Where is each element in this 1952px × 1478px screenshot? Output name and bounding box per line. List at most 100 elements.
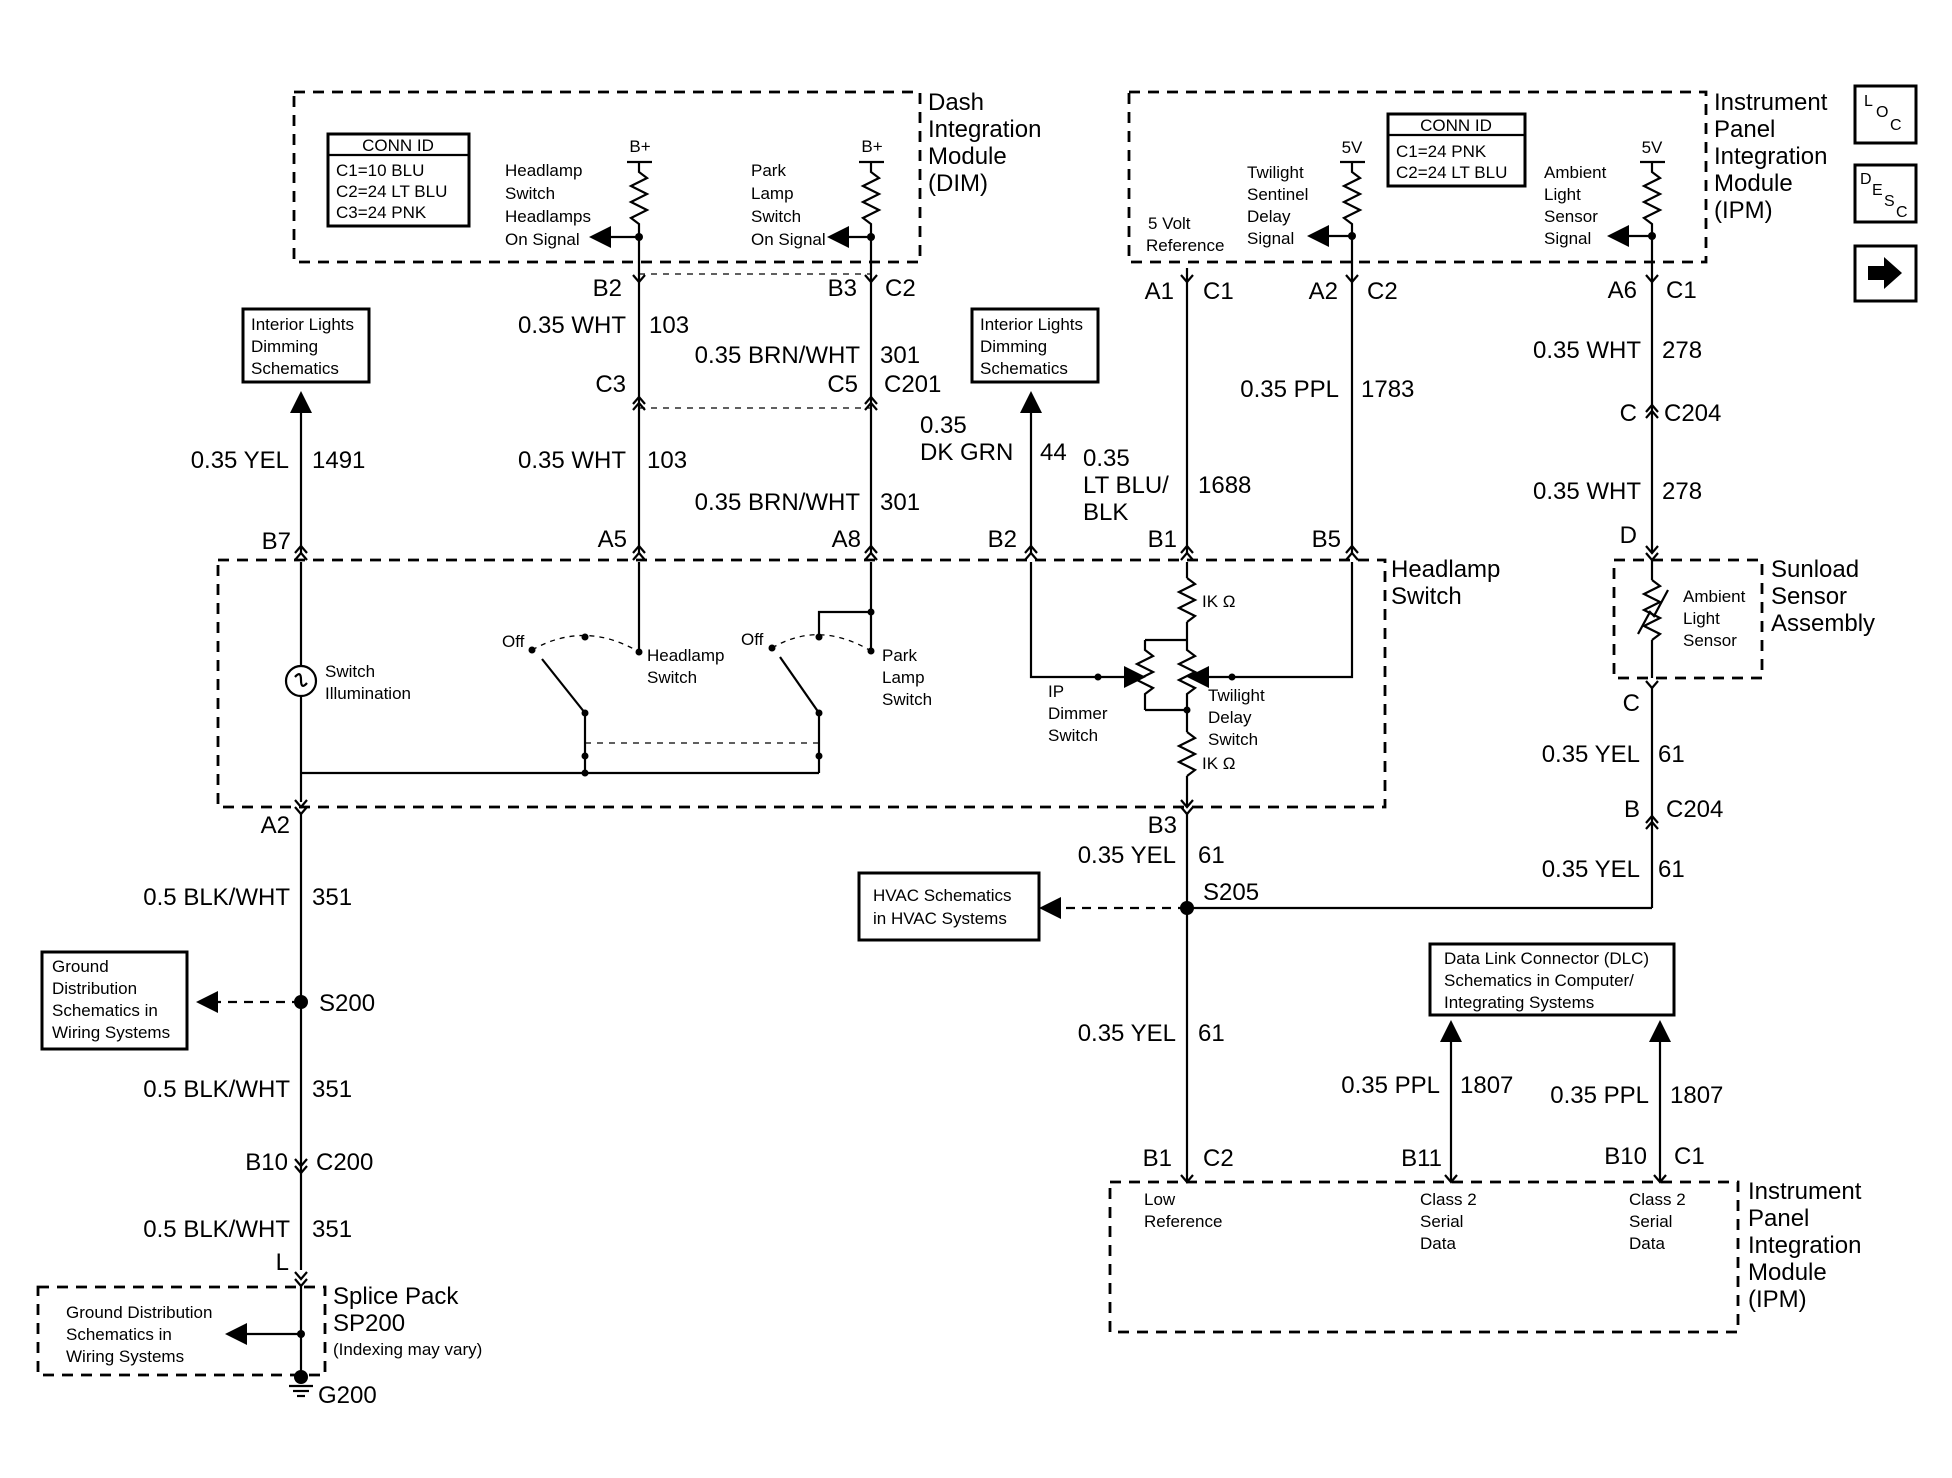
dim-title-1: Dash <box>928 89 984 116</box>
dlc-ref-box <box>1428 942 1676 1017</box>
park-switch-lever <box>779 656 820 714</box>
next-page-button[interactable] <box>1853 244 1918 303</box>
desc-button[interactable]: D E S C <box>1853 163 1918 224</box>
wire-1807b-num: 1807 <box>1670 1082 1723 1109</box>
pin-c3: C3 <box>595 371 626 398</box>
interior-lights-2-line2: Dimming <box>980 337 1047 356</box>
pin-a1: A1 <box>1145 278 1174 305</box>
ground-dist-1: Ground <box>52 957 109 976</box>
switch-illum-2: Illumination <box>325 684 411 703</box>
pin-b11: B11 <box>1401 1145 1442 1172</box>
ipm-top-title-2: Panel <box>1714 116 1775 143</box>
wire-351b-gauge: 0.5 BLK/WHT <box>143 1076 290 1103</box>
twilight-signal-2: Sentinel <box>1247 185 1308 204</box>
headlamp-sw-1: Headlamp <box>647 646 725 665</box>
wire-44-gauge-2: DK GRN <box>920 439 1013 466</box>
pin-b3-dim: B3 <box>828 275 857 302</box>
desc-e: E <box>1872 182 1883 199</box>
dim-park-signal-2: Lamp <box>751 184 794 203</box>
wire-61b-gauge: 0.35 YEL <box>1542 856 1640 883</box>
pin-a2-hs: A2 <box>261 812 290 839</box>
bplus-label-1: B+ <box>629 137 650 156</box>
dlc-ref-3: Integrating Systems <box>1444 993 1594 1012</box>
loc-o: O <box>1876 104 1888 121</box>
park-sw-2: Lamp <box>882 668 925 687</box>
ground-dist-ref-box <box>40 950 189 1051</box>
ipm-bottom-title-5: (IPM) <box>1748 1286 1807 1313</box>
wire-44-gauge-1: 0.35 <box>920 412 967 439</box>
ipm-top-module: Instrument Panel Integration Module (IPM… <box>1127 89 1828 268</box>
sunload-title-3: Assembly <box>1771 610 1875 637</box>
headlamp-switch-border <box>216 558 1387 809</box>
ip-dimmer-potentiometer <box>1134 640 1156 710</box>
pin-b-204: B <box>1624 796 1640 823</box>
pin-c1-a: C1 <box>1203 278 1234 305</box>
dim-park-signal-1: Park <box>751 161 786 180</box>
ipm-top-title-3: Integration <box>1714 143 1827 170</box>
pin-c204-a: C204 <box>1664 400 1721 427</box>
ipm-bottom-area: 0.35 YEL 61 S205 HVAC Schematics in HVAC… <box>857 814 1862 1334</box>
interior-lights-2-line3: Schematics <box>980 359 1068 378</box>
dlc-ref-2: Schematics in Computer/ <box>1444 971 1634 990</box>
sensor-2: Light <box>1683 609 1720 628</box>
resistor-1k-top <box>1176 577 1198 623</box>
ground-dist-sp-3: Wiring Systems <box>66 1347 184 1366</box>
ipm-top-border <box>1127 90 1708 264</box>
ground-dist-sp-2: Schematics in <box>66 1325 172 1344</box>
wire-61a-num: 61 <box>1658 741 1685 768</box>
pin-a5: A5 <box>598 526 627 553</box>
pin-c2-ipm: C2 <box>1367 278 1398 305</box>
wire-351b-num: 351 <box>312 1076 352 1103</box>
pin-c204-b: C204 <box>1666 796 1723 823</box>
sunload-sensor-assembly: Sunload Sensor Assembly Ambient Light Se… <box>1542 545 1875 908</box>
splice-pack-border <box>36 1285 327 1377</box>
dim-conn-header: CONN ID <box>362 136 434 155</box>
pin-s200: S200 <box>319 990 375 1017</box>
splice-s200 <box>294 995 308 1009</box>
ambient-signal-4: Signal <box>1544 229 1591 248</box>
sensor-3: Sensor <box>1683 631 1737 650</box>
twilight-sw-1: Twilight <box>1208 686 1265 705</box>
pin-c-sun: C <box>1623 690 1640 717</box>
pin-c2-dim: C2 <box>885 275 916 302</box>
dim-headlamp-signal-3: Headlamps <box>505 207 591 226</box>
loc-l: L <box>1864 93 1873 110</box>
ground-chain: 0.5 BLK/WHT 351 Ground Distribution Sche… <box>36 814 482 1409</box>
dim-conn-2: C2=24 LT BLU <box>336 182 447 201</box>
park-off-label: Off <box>741 630 764 649</box>
ambient-light-sensor-icon <box>1641 579 1663 641</box>
pin-b2-hs: B2 <box>988 526 1017 553</box>
loc-button[interactable]: L O C <box>1853 84 1918 145</box>
resistor-1k-bottom <box>1176 731 1198 777</box>
ipm-bottom-title-1: Instrument <box>1748 1178 1862 1205</box>
desc-s: S <box>1884 193 1895 210</box>
dim-conn-id-box <box>326 132 471 228</box>
wire-103b-gauge: 0.35 WHT <box>518 447 626 474</box>
resistor-top-label: IK Ω <box>1202 592 1236 611</box>
wire-103b-num: 103 <box>647 447 687 474</box>
wire-278b-num: 278 <box>1662 478 1702 505</box>
ground-g200: G200 <box>318 1382 377 1409</box>
wire-1688-gauge-2: LT BLU/ <box>1083 472 1169 499</box>
wire-44-num: 44 <box>1040 439 1067 466</box>
ambient-signal-2: Light <box>1544 185 1581 204</box>
class2-a-3: Data <box>1420 1234 1456 1253</box>
dim-module: Dash Integration Module (DIM) CONN ID C1… <box>292 89 1041 268</box>
wire-1688-num: 1688 <box>1198 472 1251 499</box>
headlamp-switch-title-2: Switch <box>1391 583 1462 610</box>
wire-61c-gauge: 0.35 YEL <box>1078 842 1176 869</box>
wire-351a-gauge: 0.5 BLK/WHT <box>143 884 290 911</box>
wire-278a-gauge: 0.35 WHT <box>1533 337 1641 364</box>
dim-headlamp-signal-4: On Signal <box>505 230 580 249</box>
ip-dimmer-1: IP <box>1048 682 1064 701</box>
splice-note: (Indexing may vary) <box>333 1340 482 1359</box>
dlc-ref-1: Data Link Connector (DLC) <box>1444 949 1649 968</box>
ip-dimmer-2: Dimmer <box>1048 704 1108 723</box>
sunload-title-1: Sunload <box>1771 556 1859 583</box>
headlamp-switch-title-1: Headlamp <box>1391 556 1500 583</box>
wire-301b-gauge: 0.35 BRN/WHT <box>695 489 861 516</box>
wire-1807a-num: 1807 <box>1460 1072 1513 1099</box>
pin-b7: B7 <box>262 528 291 555</box>
pullup-resistor-3 <box>1341 162 1363 268</box>
dim-conn-3: C3=24 PNK <box>336 203 427 222</box>
